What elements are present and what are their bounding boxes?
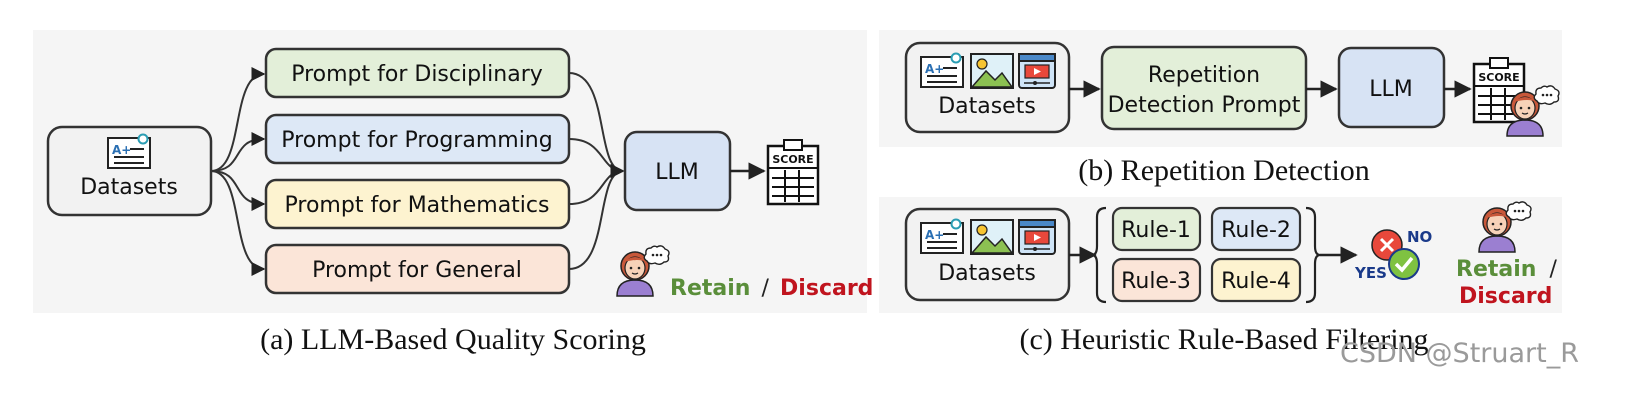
datasets-label-b: Datasets [938,94,1036,119]
video-icon-c [1018,219,1056,255]
prompt-mathematics-label: Prompt for Mathematics [285,193,550,218]
video-icon-b [1018,53,1056,89]
watermark: CSDN @Struart_R [1340,338,1579,369]
retain-label-a: Retain [670,276,750,301]
fan-in-connectors [568,72,625,270]
rule-2-label: Rule-2 [1221,218,1291,243]
prompt-general-label: Prompt for General [312,258,522,283]
datasets-box: Datasets [46,125,213,217]
left-brace [1091,206,1107,304]
llm-box-b: LLM [1337,46,1446,129]
retain-discard-a: Retain / Discard [670,276,873,301]
rule-4-label: Rule-4 [1221,269,1291,294]
image-icon-b [970,53,1014,89]
document-icon [107,133,151,169]
llm-label-b: LLM [1369,77,1413,102]
panel-heuristic-filtering: Datasets Rule-1 Rule-2 Rule-3 Rule-4 [879,197,1562,356]
prompt-disciplinary-label: Prompt for Disciplinary [291,62,543,87]
retain-label-c: Retain [1456,257,1536,282]
rule-3-box: Rule-3 [1111,257,1202,303]
score-clipboard-icon-b: SCORE [1472,56,1526,124]
rule-3-label: Rule-3 [1121,269,1191,294]
repetition-prompt-line2: Detection Prompt [1108,93,1301,118]
rule-4-box: Rule-4 [1210,257,1302,303]
panel-repetition-detection: Datasets Repetition Detection Prompt LLM… [879,30,1562,187]
score-label-a: SCORE [772,153,813,166]
prompt-programming-box: Prompt for Programming [264,113,571,165]
repetition-prompt-line1: Repetition [1148,63,1260,88]
slash-a: / [762,276,770,301]
document-icon-b [920,52,964,88]
check-cross-icon: NO YES [1354,228,1432,282]
caption-b: (b) Repetition Detection [1078,154,1370,187]
llm-label-a: LLM [655,160,699,185]
datasets-label-c: Datasets [938,261,1036,286]
caption-c: (c) Heuristic Rule-Based Filtering [1019,323,1428,356]
datasets-label: Datasets [80,175,178,200]
llm-box-a: LLM [623,130,732,212]
datasets-box-c: Datasets [904,207,1071,302]
prompt-mathematics-box: Prompt for Mathematics [264,178,571,230]
fan-out-connectors [210,67,266,276]
repetition-prompt-box: Repetition Detection Prompt [1100,45,1308,131]
image-icon-c [970,219,1014,255]
prompt-general-box: Prompt for General [264,243,571,295]
retain-slash-c: Retain / [1456,257,1558,282]
panel-llm-quality-scoring: Datasets Prompt for Disciplinary Prompt … [33,30,873,356]
slash-c: / [1550,257,1558,282]
no-label: NO [1407,228,1432,246]
discard-label-c: Discard [1459,284,1552,309]
prompt-programming-label: Prompt for Programming [281,128,552,153]
rule-1-box: Rule-1 [1111,206,1202,252]
discard-label-a: Discard [780,276,873,301]
score-label-b: SCORE [1478,71,1519,84]
document-icon-c [920,218,964,254]
datasets-box-b: Datasets [904,41,1071,134]
caption-a: (a) LLM-Based Quality Scoring [260,323,646,356]
yes-label: YES [1354,264,1387,282]
prompt-disciplinary-box: Prompt for Disciplinary [264,47,571,99]
rule-2-box: Rule-2 [1210,206,1302,252]
rule-1-label: Rule-1 [1121,218,1191,243]
score-clipboard-icon-a: SCORE [766,138,820,206]
